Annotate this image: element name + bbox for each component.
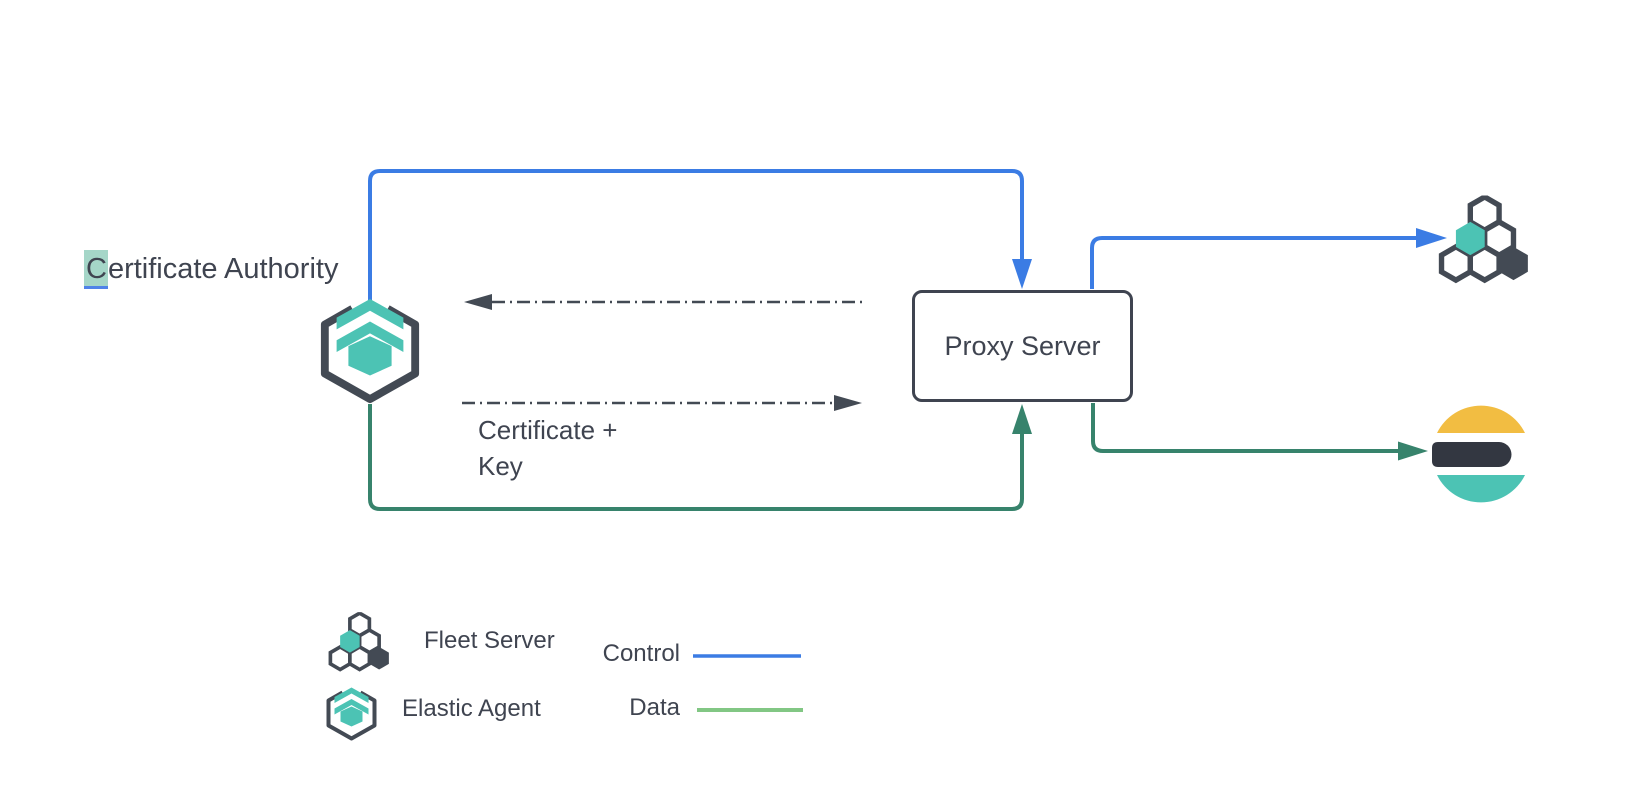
legend-data-label[interactable]: Data — [629, 694, 680, 721]
legend-control-label[interactable]: Control — [602, 640, 680, 667]
data-line[interactable] — [1091, 403, 1398, 453]
control-line[interactable] — [368, 169, 1024, 302]
legend-fleet-server-icon[interactable] — [328, 612, 391, 672]
edge-data-proxy-to-elasticsearch[interactable] — [1091, 403, 1428, 461]
proxy-server-label: Proxy Server — [944, 330, 1101, 361]
legend-elastic-agent-icon[interactable] — [324, 686, 379, 742]
edge-cert-request-dashed[interactable] — [464, 294, 863, 310]
elasticsearch-icon[interactable] — [1432, 405, 1525, 503]
proxy-server-node[interactable]: Proxy Server — [912, 290, 1133, 402]
certificate-key-label[interactable]: Certificate + Key — [478, 412, 617, 484]
edge-cert-response-dashed[interactable] — [462, 395, 862, 411]
legend-elastic-agent-label[interactable]: Elastic Agent — [402, 695, 541, 722]
elastic-agent-icon[interactable] — [316, 297, 424, 405]
data-line[interactable] — [368, 404, 1024, 511]
control-arrowhead-right[interactable] — [1416, 228, 1447, 248]
dash-arrowhead-left[interactable] — [464, 294, 492, 310]
dash-arrowhead-right[interactable] — [834, 395, 862, 411]
edge-data-agent-to-proxy[interactable] — [368, 404, 1032, 511]
certificate-key-line2: Key — [478, 451, 523, 481]
certificate-authority-label[interactable]: Certificate Authority — [84, 250, 339, 289]
elasticsearch-teal-arc — [1437, 475, 1525, 503]
control-arrowhead-down[interactable] — [1012, 259, 1032, 289]
control-line[interactable] — [1090, 236, 1416, 289]
data-arrowhead-up[interactable] — [1012, 404, 1032, 434]
legend-fleet-server-label[interactable]: Fleet Server — [424, 627, 555, 654]
elasticsearch-yellow-arc — [1437, 405, 1525, 433]
edge-control-proxy-to-fleet[interactable] — [1090, 228, 1447, 289]
edge-control-agent-to-proxy[interactable] — [368, 169, 1032, 302]
certificate-key-line1: Certificate + — [478, 415, 618, 445]
data-arrowhead-right[interactable] — [1398, 441, 1428, 461]
text-selection-highlight[interactable]: C — [84, 250, 108, 289]
fleet-server-icon[interactable] — [1438, 195, 1531, 284]
elasticsearch-dark-bar — [1432, 442, 1512, 467]
certificate-authority-label-rest: ertificate Authority — [107, 253, 339, 285]
